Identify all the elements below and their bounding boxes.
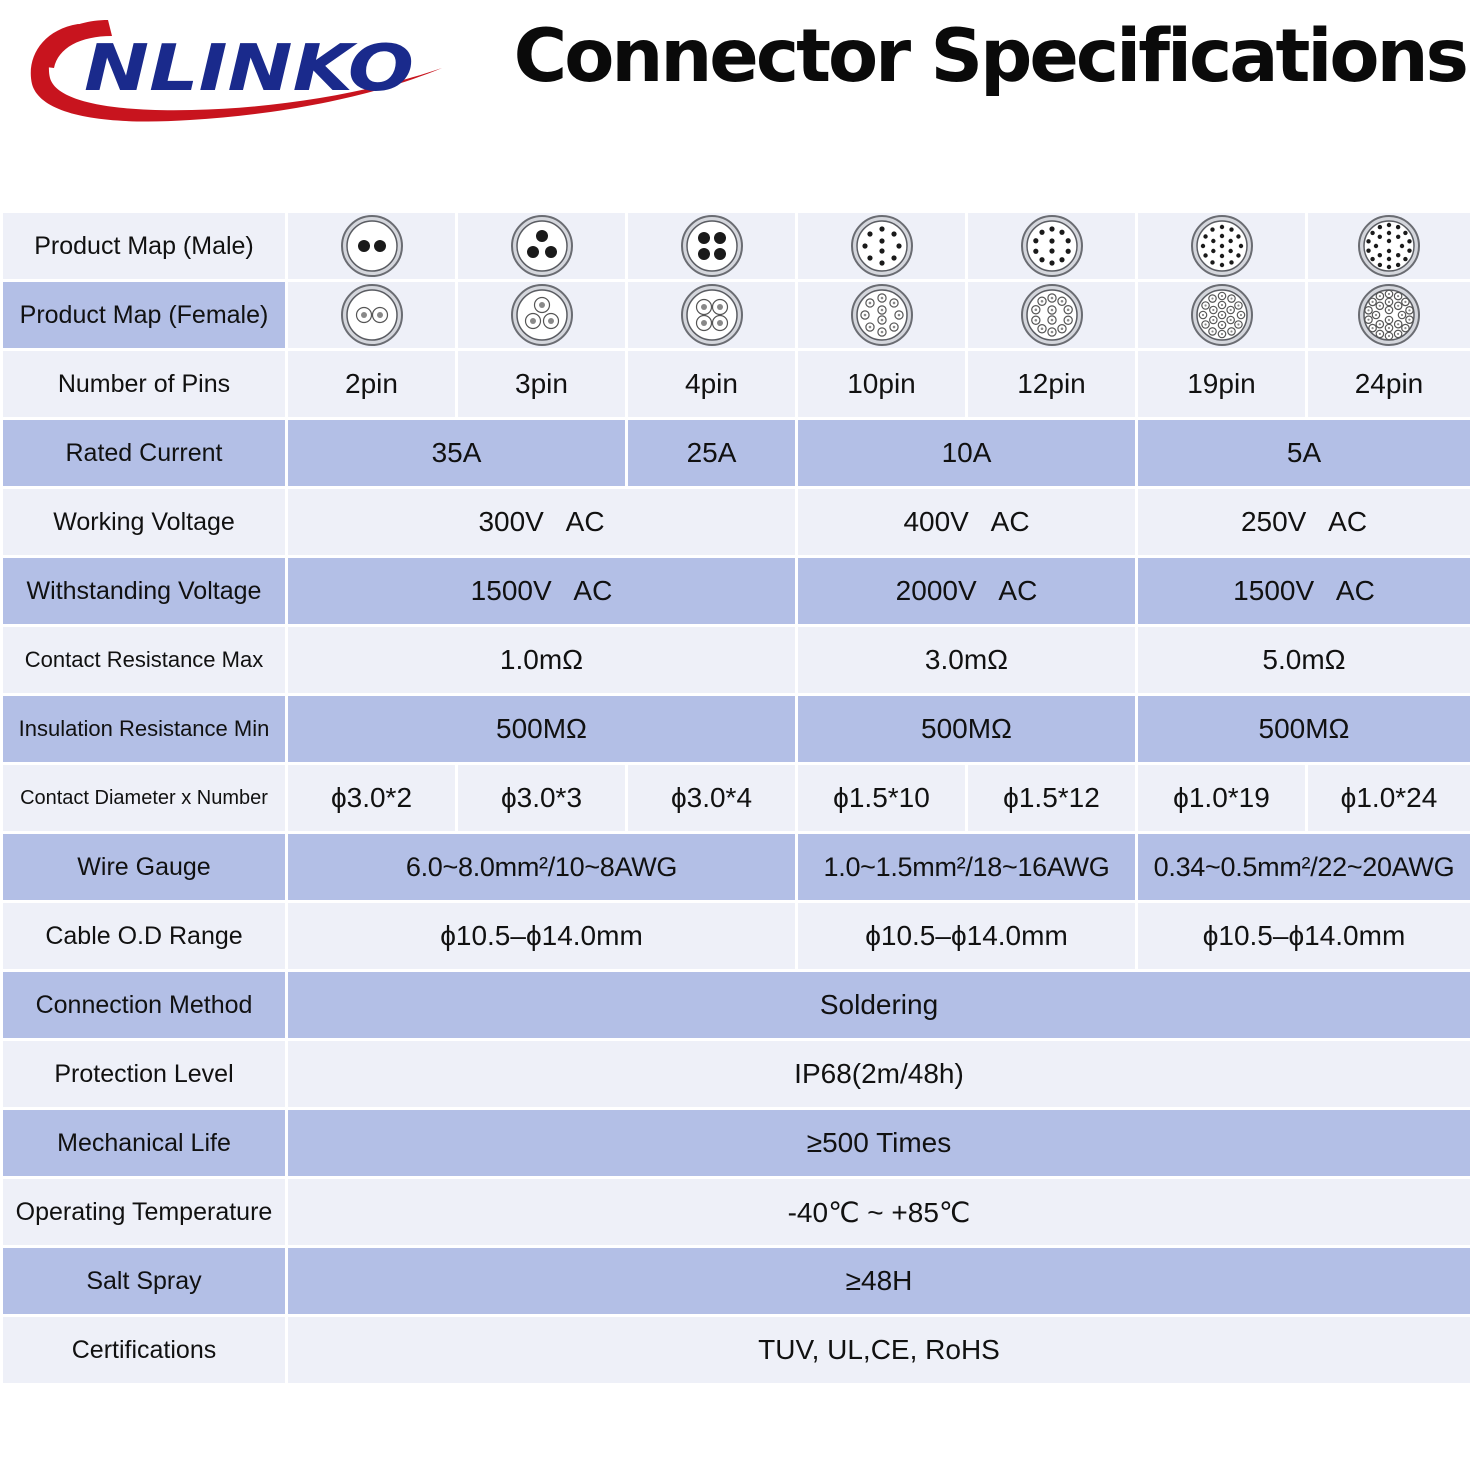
female-19pin-connector-icon [1135,279,1308,351]
current-value: 25A [625,417,798,489]
withstanding-voltage-value: 1500V AC [1135,555,1470,627]
wire-gauge-value: 6.0~8.0mm²/10~8AWG [285,831,798,903]
female-12pin-connector-icon [965,279,1138,351]
male-10pin-connector-icon [795,210,968,282]
mechanical-life-value: ≥500 Times [285,1107,1470,1179]
working-voltage-value: 250V AC [1135,486,1470,558]
wire-gauge-value: 1.0~1.5mm²/18~16AWG [795,831,1138,903]
row-label: Product Map (Female) [0,279,288,351]
pins-value: 3pin [455,348,628,420]
page-header: NLINKO Connector Specifications [0,0,1470,210]
current-value: 5A [1135,417,1470,489]
logo-c-arc [38,20,112,68]
row-certifications: Certifications TUV, UL,CE, RoHS [0,1314,1470,1386]
pins-value: 10pin [795,348,968,420]
row-label: Working Voltage [0,486,288,558]
insulation-resistance-value: 500MΩ [1135,693,1470,765]
male-2pin-connector-icon [285,210,458,282]
withstanding-voltage-value: 2000V AC [795,555,1138,627]
row-label: Insulation Resistance Min [0,693,288,765]
row-product-map-male: Product Map (Male) [0,210,1470,282]
page-title: Connector Specifications [513,14,1469,99]
row-mechanical-life: Mechanical Life ≥500 Times [0,1107,1470,1179]
insulation-resistance-value: 500MΩ [285,693,798,765]
row-contact-resistance: Contact Resistance Max 1.0mΩ 3.0mΩ 5.0mΩ [0,624,1470,696]
pins-value: 19pin [1135,348,1308,420]
cable-od-value: ϕ10.5–ϕ14.0mm [285,900,798,972]
working-voltage-value: 300V AC [285,486,798,558]
operating-temperature-value: -40℃ ~ +85℃ [285,1176,1470,1248]
row-label: Number of Pins [0,348,288,420]
contact-diameter-value: ϕ3.0*2 [285,762,458,834]
row-salt-spray: Salt Spray ≥48H [0,1245,1470,1317]
cable-od-value: ϕ10.5–ϕ14.0mm [795,900,1138,972]
row-label: Cable O.D Range [0,900,288,972]
row-label: Product Map (Male) [0,210,288,282]
row-working-voltage: Working Voltage 300V AC 400V AC 250V AC [0,486,1470,558]
working-voltage-value: 400V AC [795,486,1138,558]
pins-value: 4pin [625,348,798,420]
wire-gauge-value: 0.34~0.5mm²/22~20AWG [1135,831,1470,903]
row-label: Contact Diameter x Number [0,762,288,834]
connection-method-value: Soldering [285,969,1470,1041]
contact-resistance-value: 5.0mΩ [1135,624,1470,696]
row-label: Salt Spray [0,1245,288,1317]
row-operating-temperature: Operating Temperature -40℃ ~ +85℃ [0,1176,1470,1248]
row-rated-current: Rated Current 35A 25A 10A 5A [0,417,1470,489]
female-3pin-connector-icon [455,279,628,351]
row-protection-level: Protection Level IP68(2m/48h) [0,1038,1470,1110]
withstanding-voltage-value: 1500V AC [285,555,798,627]
male-24pin-connector-icon [1305,210,1470,282]
female-4pin-connector-icon [625,279,798,351]
contact-diameter-value: ϕ3.0*4 [625,762,798,834]
row-label: Connection Method [0,969,288,1041]
pins-value: 2pin [285,348,458,420]
row-contact-diameter: Contact Diameter x Number ϕ3.0*2 ϕ3.0*3 … [0,762,1470,834]
row-number-of-pins: Number of Pins 2pin 3pin 4pin 10pin 12pi… [0,348,1470,420]
contact-diameter-value: ϕ1.5*10 [795,762,968,834]
row-withstanding-voltage: Withstanding Voltage 1500V AC 2000V AC 1… [0,555,1470,627]
female-24pin-connector-icon [1305,279,1470,351]
row-label: Mechanical Life [0,1107,288,1179]
spec-table: Product Map (Male) Product Map (Female) … [0,210,1470,1386]
contact-resistance-value: 3.0mΩ [795,624,1138,696]
pins-value: 24pin [1305,348,1470,420]
cnlinko-logo: NLINKO [30,20,442,122]
row-cable-od: Cable O.D Range ϕ10.5–ϕ14.0mm ϕ10.5–ϕ14.… [0,900,1470,972]
protection-level-value: IP68(2m/48h) [285,1038,1470,1110]
contact-diameter-value: ϕ1.5*12 [965,762,1138,834]
male-4pin-connector-icon [625,210,798,282]
male-12pin-connector-icon [965,210,1138,282]
row-connection-method: Connection Method Soldering [0,969,1470,1041]
male-3pin-connector-icon [455,210,628,282]
row-label: Withstanding Voltage [0,555,288,627]
row-product-map-female: Product Map (Female) [0,279,1470,351]
contact-resistance-value: 1.0mΩ [285,624,798,696]
row-label: Operating Temperature [0,1176,288,1248]
cable-od-value: ϕ10.5–ϕ14.0mm [1135,900,1470,972]
certifications-value: TUV, UL,CE, RoHS [285,1314,1470,1386]
contact-diameter-value: ϕ1.0*19 [1135,762,1308,834]
salt-spray-value: ≥48H [285,1245,1470,1317]
pins-value: 12pin [965,348,1138,420]
contact-diameter-value: ϕ3.0*3 [455,762,628,834]
row-wire-gauge: Wire Gauge 6.0~8.0mm²/10~8AWG 1.0~1.5mm²… [0,831,1470,903]
row-insulation-resistance: Insulation Resistance Min 500MΩ 500MΩ 50… [0,693,1470,765]
logo-wordmark: NLINKO [84,32,414,106]
insulation-resistance-value: 500MΩ [795,693,1138,765]
female-10pin-connector-icon [795,279,968,351]
row-label: Protection Level [0,1038,288,1110]
contact-diameter-value: ϕ1.0*24 [1305,762,1470,834]
row-label: Certifications [0,1314,288,1386]
male-19pin-connector-icon [1135,210,1308,282]
row-label: Wire Gauge [0,831,288,903]
current-value: 35A [285,417,628,489]
female-2pin-connector-icon [285,279,458,351]
current-value: 10A [795,417,1138,489]
logo-swoosh [30,24,442,122]
row-label: Rated Current [0,417,288,489]
row-label: Contact Resistance Max [0,624,288,696]
